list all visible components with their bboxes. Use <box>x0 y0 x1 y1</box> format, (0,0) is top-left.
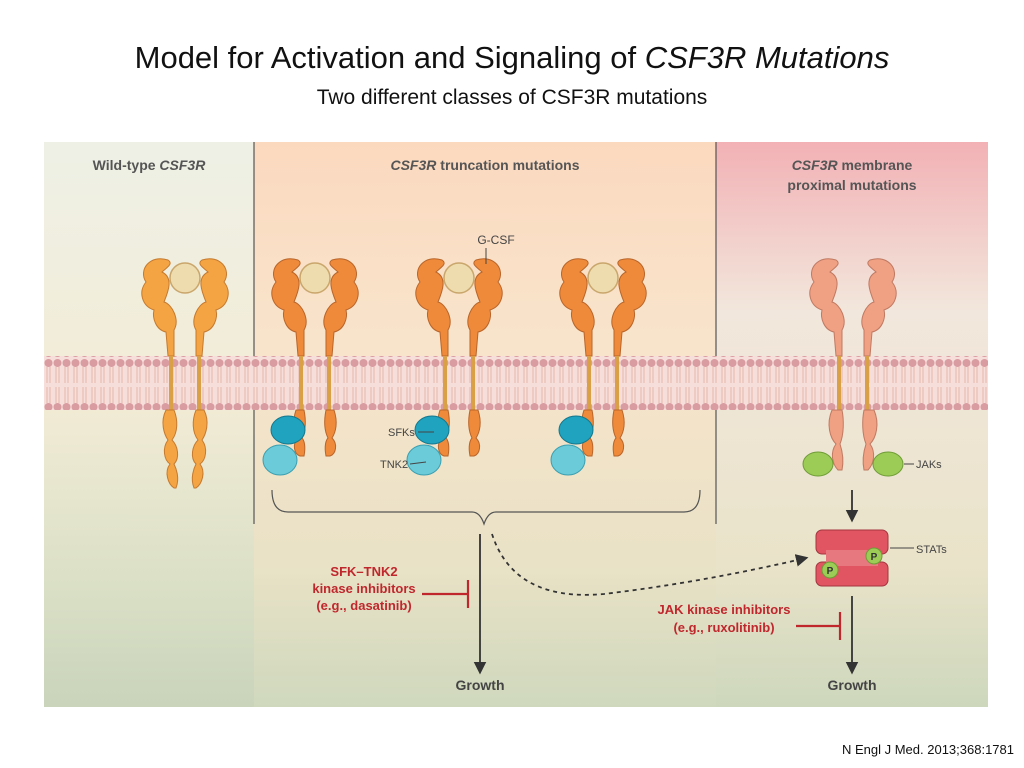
slide-title: Model for Activation and Signaling of CS… <box>0 40 1024 76</box>
inhibitor-left-line1: SFK–TNK2 <box>330 564 397 579</box>
heading-proximal: CSF3R membrane <box>792 157 913 173</box>
receptor-proximal <box>802 258 904 477</box>
truncation-bracket <box>271 489 701 526</box>
jak-protein-right <box>872 451 904 477</box>
label-sfks: SFKs <box>388 427 415 439</box>
signaling-diagram: Wild-type CSF3R CSF3R truncation mutatio… <box>44 142 988 707</box>
receptor-truncation-1 <box>262 258 359 476</box>
label-growth-right: Growth <box>828 677 877 693</box>
phospho-bubble-2 <box>865 547 883 565</box>
heading-truncation: CSF3R truncation mutations <box>390 157 579 173</box>
label-stats: STATs <box>916 544 947 556</box>
sfk-protein-2 <box>414 415 450 445</box>
gcsf-ligand <box>443 262 475 294</box>
dotted-arrow-to-stats <box>491 533 809 596</box>
receptor-wildtype <box>141 258 229 489</box>
inhibitor-right-line2: (e.g., ruxolitinib) <box>673 620 774 635</box>
label-tnk2: TNK2 <box>380 459 408 471</box>
sfk-protein-3 <box>558 415 594 445</box>
tnk2-protein-1 <box>262 444 298 476</box>
cell-membrane <box>44 356 988 410</box>
title-main: Model for Activation and Signaling of <box>134 40 645 75</box>
title-italic: CSF3R Mutations <box>644 40 890 75</box>
svg-text:P: P <box>827 566 834 577</box>
tnk2-protein-3 <box>550 444 586 476</box>
citation: N Engl J Med. 2013;368:1781 <box>841 742 1014 757</box>
svg-text:P: P <box>871 552 878 563</box>
inhibitor-left-line2: kinase inhibitors <box>312 581 415 596</box>
panel-truncation-bg <box>254 142 716 707</box>
stat-complex: P P <box>815 529 889 587</box>
jak-protein-left <box>802 451 834 477</box>
ligand-wildtype <box>169 262 201 294</box>
sfk-protein-1 <box>270 415 306 445</box>
receptor-truncation-3 <box>550 258 647 476</box>
phospho-bubble-1 <box>821 561 839 579</box>
tnk2-protein-2 <box>406 444 442 476</box>
heading-proximal-line2: proximal mutations <box>787 177 916 193</box>
slide-subtitle: Two different classes of CSF3R mutations <box>316 86 708 109</box>
receptor-truncation-2 <box>406 258 503 476</box>
panel-wildtype-bg <box>44 142 254 707</box>
inhibitor-right-line1: JAK kinase inhibitors <box>658 602 791 617</box>
label-jaks: JAKs <box>916 459 942 471</box>
label-growth-left: Growth <box>456 677 505 693</box>
inhibitor-left-line3: (e.g., dasatinib) <box>316 598 411 613</box>
heading-wildtype: Wild-type CSF3R <box>93 157 207 173</box>
label-gcsf: G-CSF <box>477 233 514 247</box>
